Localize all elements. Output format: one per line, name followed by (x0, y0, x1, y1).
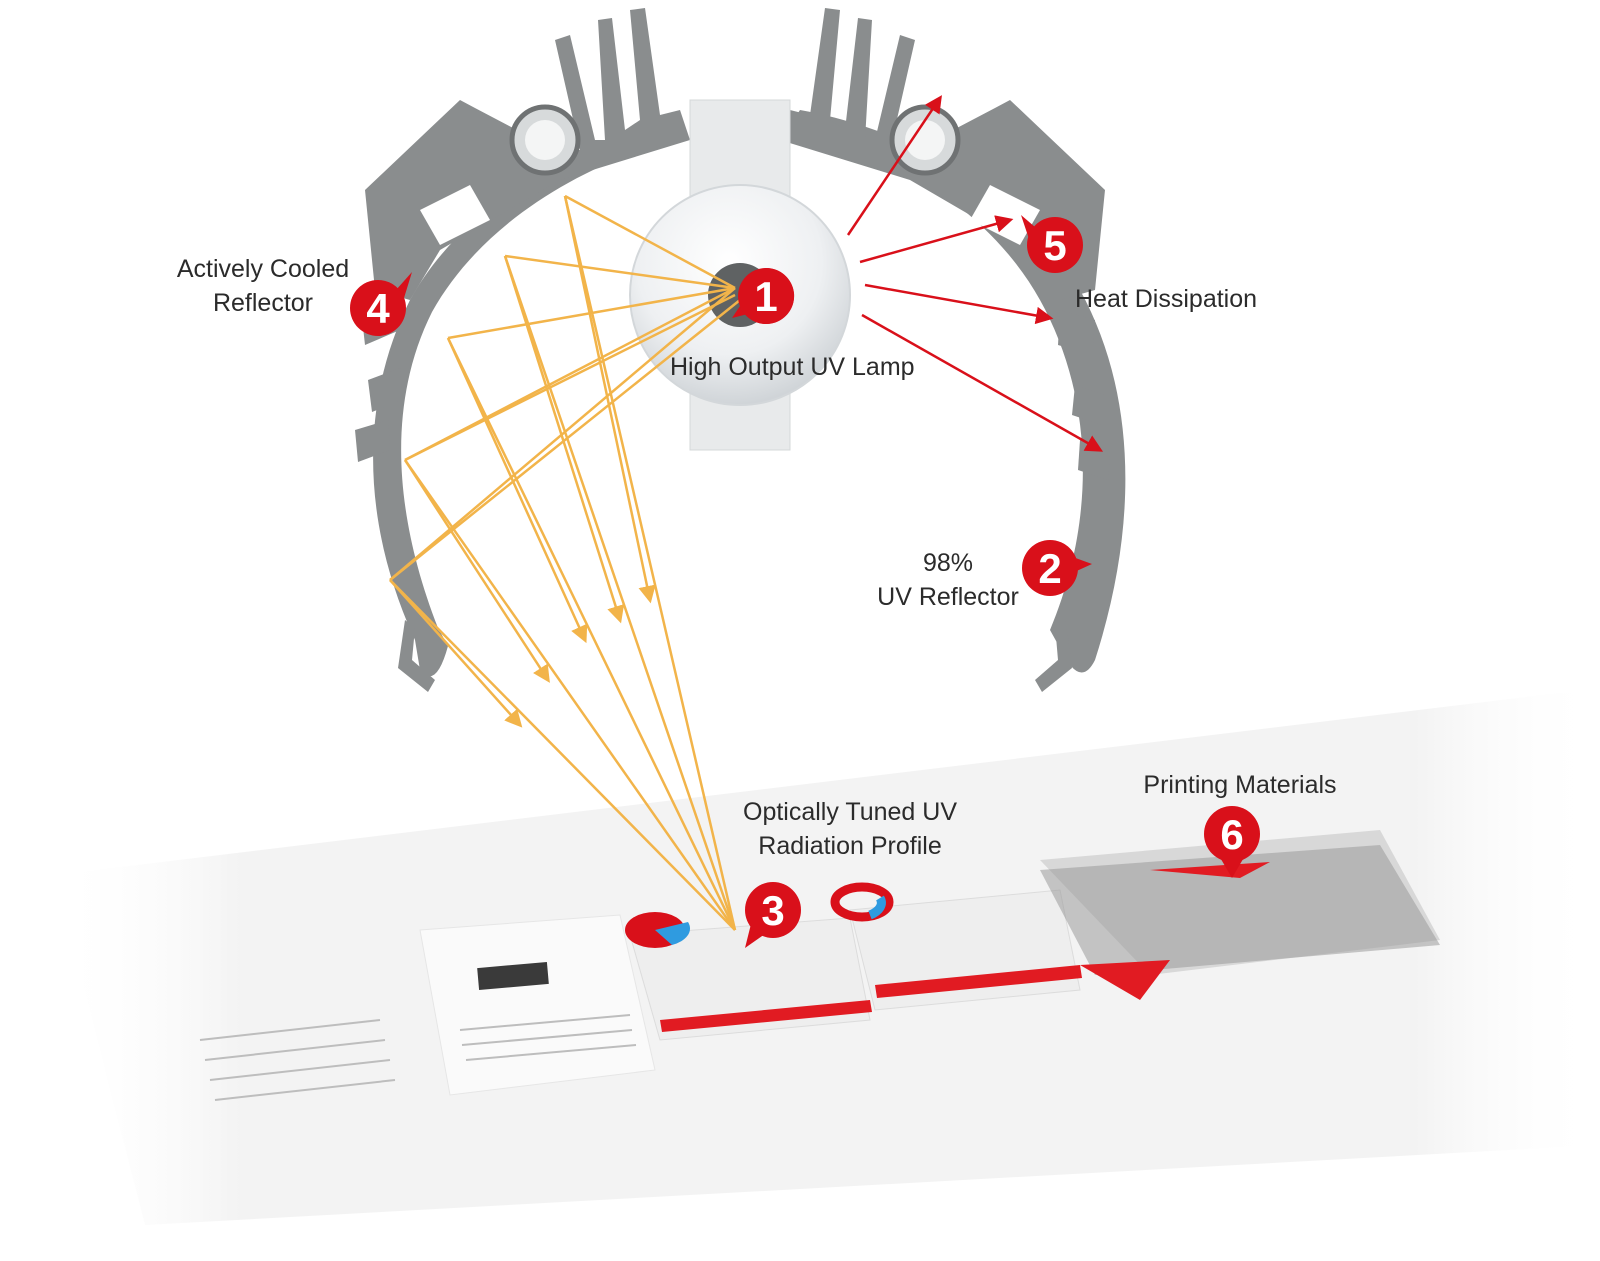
svg-text:3: 3 (761, 887, 784, 934)
marker-5: 5 (1021, 215, 1083, 273)
svg-text:5: 5 (1043, 222, 1066, 269)
heat-arrows (846, 95, 1104, 452)
printing-materials-strip (55, 688, 1600, 1225)
profile-label-line2: Radiation Profile (758, 832, 942, 860)
lamp-label: High Output UV Lamp (670, 353, 915, 381)
reflector-label-line2: UV Reflector (877, 583, 1019, 611)
materials-label: Printing Materials (1143, 771, 1337, 799)
marker-2: 2 (1022, 540, 1092, 596)
svg-text:2: 2 (1038, 545, 1061, 592)
cooled-label-line1: Actively Cooled (176, 255, 350, 283)
svg-text:1: 1 (754, 273, 777, 320)
marker-1: 1 (732, 267, 795, 324)
marker-3: 3 (745, 882, 801, 948)
svg-text:4: 4 (366, 285, 390, 332)
reflector-label-line1: 98% (922, 549, 974, 577)
heat-label: Heat Dissipation (1075, 285, 1258, 313)
svg-text:6: 6 (1220, 811, 1243, 858)
cooled-label-line2: Reflector (212, 289, 314, 317)
marker-4: 4 (350, 272, 412, 336)
marker-6: 6 (1204, 806, 1260, 878)
uv-rays (389, 194, 741, 931)
housing-details (420, 104, 1040, 245)
profile-label-line1: Optically Tuned UV (743, 798, 957, 826)
